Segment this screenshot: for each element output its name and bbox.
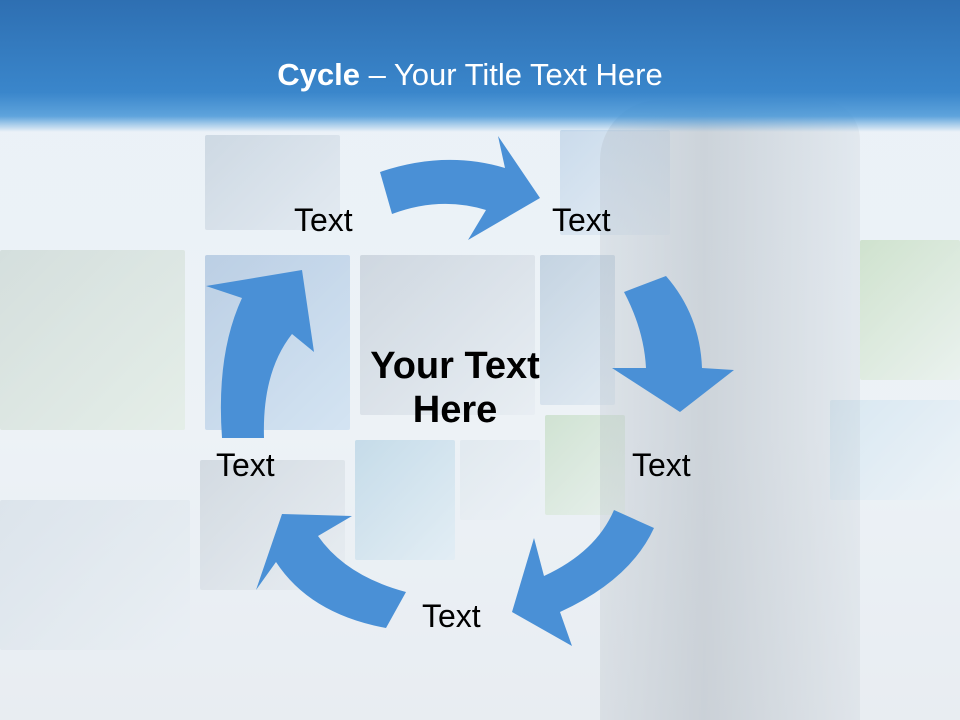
cycle-step-label: Text bbox=[422, 598, 481, 634]
title-bar bbox=[0, 0, 960, 132]
cycle-arrow-4 bbox=[256, 514, 406, 628]
cycle-step-label: Text bbox=[552, 202, 611, 238]
cycle-arrow-1 bbox=[380, 136, 540, 240]
center-text: Your Text Here bbox=[370, 345, 540, 431]
cycle-arrow-3 bbox=[512, 510, 654, 646]
cycle-arrow-5 bbox=[206, 270, 314, 438]
slide-title: Cycle – Your Title Text Here bbox=[0, 55, 940, 95]
cycle-arrow-2 bbox=[612, 276, 734, 412]
cycle-step-label: Text bbox=[294, 202, 353, 238]
cycle-step-label: Text bbox=[632, 447, 691, 483]
title-bold-part: Cycle bbox=[277, 57, 360, 92]
cycle-step-label: Text bbox=[216, 447, 275, 483]
title-rest-part: – Your Title Text Here bbox=[360, 57, 663, 92]
